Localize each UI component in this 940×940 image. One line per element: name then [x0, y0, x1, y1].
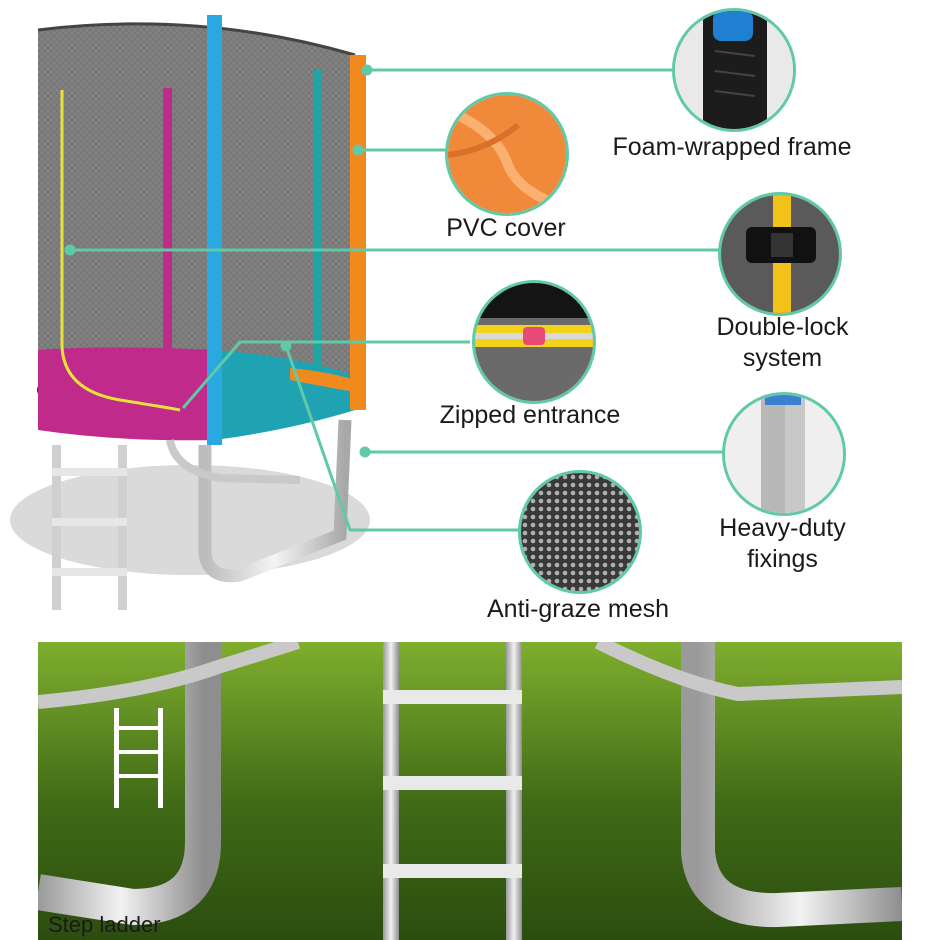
heavy-duty-label-line1: Heavy-duty [719, 514, 846, 542]
blue-pole [207, 15, 222, 445]
double-lock-icon [718, 192, 842, 316]
step-ladder-label: Step ladder [48, 912, 161, 937]
pvc-cover-label: PVC cover [446, 214, 566, 242]
heavy-duty-label-line2: fixings [747, 545, 818, 573]
teal-pole [313, 70, 322, 370]
zipped-entrance-icon [472, 280, 596, 404]
double-lock-label-line2: system [742, 344, 823, 372]
ground-shadow [10, 465, 370, 575]
magenta-pole [163, 88, 172, 350]
double-lock-label-line1: Double-lock [716, 313, 849, 341]
pvc-cover-icon [445, 92, 569, 216]
foam-wrapped-frame-label: Foam-wrapped frame [612, 133, 852, 161]
anti-graze-mesh-label: Anti-graze mesh [486, 595, 670, 623]
zipped-entrance-label: Zipped entrance [439, 401, 621, 429]
foam-frame-icon [672, 8, 796, 132]
anti-graze-mesh-icon [518, 470, 642, 594]
ladder-photo [38, 642, 902, 940]
frame-leg [198, 419, 352, 583]
orange-pole [350, 55, 366, 410]
ladder-icon [114, 708, 163, 808]
heavy-duty-fixings-icon [722, 392, 846, 516]
step-ladder [52, 445, 127, 610]
magenta-pad [38, 347, 215, 441]
callout-lines [64, 64, 725, 532]
safety-net [38, 23, 355, 428]
trampoline-illustration [10, 15, 725, 610]
